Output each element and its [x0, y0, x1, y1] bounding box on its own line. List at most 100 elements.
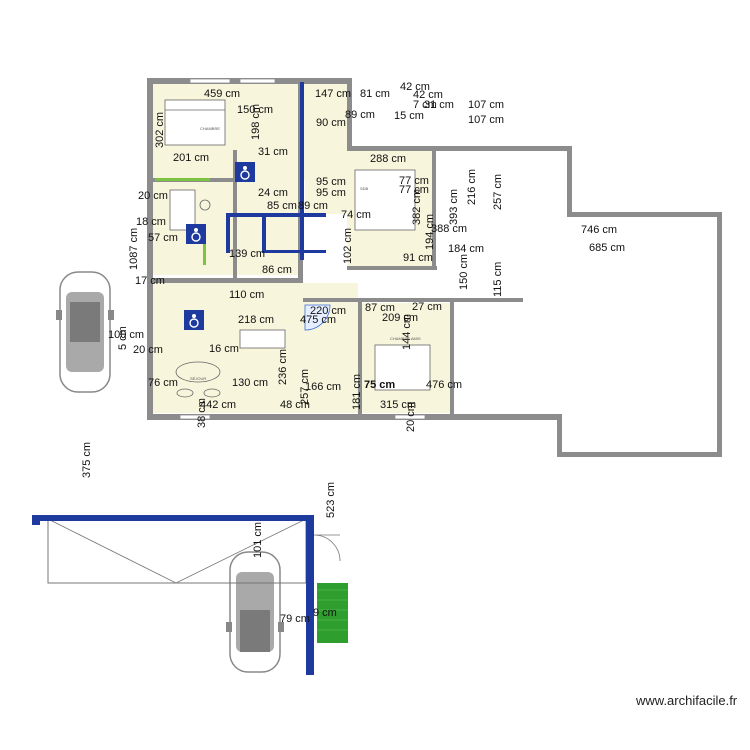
dim-label: 220 cm: [310, 305, 346, 317]
room-label: CHAMBRE: [200, 126, 220, 131]
dim-label: 288 cm: [370, 153, 406, 165]
dim-label: 130 cm: [232, 377, 268, 389]
wheelchair-icon: [184, 310, 204, 330]
carport-post-right: [306, 515, 314, 675]
shower-arc: [304, 304, 331, 331]
dim-label: 302 cm: [154, 112, 166, 148]
green-wall-1: [155, 178, 210, 181]
dim-label: 216 cm: [466, 169, 478, 205]
dim-label: 48 cm: [280, 399, 310, 411]
wall-mid-right: [303, 298, 523, 302]
room-label: SDB: [360, 186, 369, 191]
wall-bottom: [147, 414, 557, 420]
blue-partitions: [226, 82, 326, 260]
gate-door: [313, 534, 341, 562]
dim-label: 42 cm: [400, 81, 430, 93]
dim-label: 150 cm: [237, 104, 273, 116]
dim-label: 76 cm: [148, 377, 178, 389]
archifacile-watermark[interactable]: www.archifacile.fr: [636, 693, 738, 708]
wall-bedroom2-left: [358, 302, 362, 414]
dim-label: 17 cm: [135, 275, 165, 287]
dim-label: 459 cm: [204, 88, 240, 100]
dim-label: 24 cm: [258, 187, 288, 199]
dim-label: 95 cm: [316, 187, 346, 199]
dim-label: 89 cm: [298, 200, 328, 212]
dim-label: 685 cm: [589, 242, 625, 254]
dim-label: 18 cm: [136, 216, 166, 228]
dim-label: 101 cm: [252, 522, 264, 558]
car-icon: [56, 271, 114, 393]
dim-label: 218 cm: [238, 314, 274, 326]
dim-label: 746 cm: [581, 224, 617, 236]
dim-label: 89 cm: [345, 109, 375, 121]
dim-label: 77 cm: [399, 175, 429, 187]
dimension-labels: 459 cm 150 cm 198 cm 147 cm 81 cm 42 cm …: [81, 81, 625, 625]
carport-beam: [32, 515, 314, 521]
dim-label: 5 cm: [117, 326, 129, 350]
dim-label: 382 cm: [411, 189, 423, 225]
dim-label: 75 cm: [364, 379, 395, 391]
dim-label: 91 cm: [403, 252, 433, 264]
dim-label: 81 cm: [360, 88, 390, 100]
room-lower-mid: [303, 283, 358, 413]
dim-label: 87 cm: [365, 302, 395, 314]
dim-label: 107 cm: [468, 114, 504, 126]
dim-label: 115 cm: [492, 262, 504, 297]
dim-label: 523 cm: [325, 482, 337, 518]
room-label: CHAMBRE AMIS: [390, 336, 421, 341]
blue-wall-tall: [300, 82, 304, 260]
wall-living-bottom: [347, 266, 437, 270]
window-top-1: [189, 78, 231, 84]
wall-ext-right-top: [567, 146, 572, 216]
wall-mid-horizontal: [153, 278, 303, 283]
dim-label: 236 cm: [277, 349, 289, 385]
car-icon: [226, 551, 284, 673]
dim-label: 139 cm: [229, 248, 265, 260]
dim-label: 16 cm: [209, 343, 239, 355]
wall-living-top: [347, 146, 572, 151]
table-chair-2: [203, 388, 221, 398]
dim-label: 315 cm: [380, 399, 416, 411]
dim-label: 85 cm: [267, 200, 297, 212]
wheelchair-icon: [235, 162, 255, 182]
sofa: [239, 329, 286, 349]
wall-bedroom2-right: [450, 302, 454, 414]
table-round: [175, 361, 221, 383]
dim-label: 144 cm: [401, 314, 413, 350]
dim-label: 31 cm: [258, 146, 288, 158]
wall-living-right: [432, 150, 436, 270]
dim-label: 198 cm: [250, 104, 262, 140]
dim-label: 375 cm: [81, 442, 93, 478]
dim-label: 476 cm: [426, 379, 462, 391]
windows: [179, 78, 426, 420]
dim-label: 147 cm: [315, 88, 351, 100]
dim-label: 20 cm: [405, 402, 417, 432]
wheelchair-icon: [186, 224, 206, 244]
wall-ext-right: [717, 212, 722, 457]
window-bottom-2: [394, 414, 426, 420]
dim-label: 77 cm: [399, 184, 429, 196]
bed-1: [164, 99, 226, 146]
blue-wall-box-bottom: [262, 250, 326, 253]
furniture: [164, 99, 431, 398]
dim-label: 7 cm: [413, 99, 437, 111]
dim-label: 209 cm: [382, 312, 418, 324]
room-labels: CHAMBRE SÉJOUR CHAMBRE AMIS SDB: [190, 126, 421, 381]
sink-1: [199, 199, 211, 211]
dim-label: 79 cm: [280, 613, 310, 625]
dim-label: 20 cm: [133, 344, 163, 356]
wall-ext-bottom: [557, 452, 722, 457]
dim-label: 38 cm: [196, 398, 208, 428]
bed-3: [374, 344, 431, 391]
dim-label: 442 cm: [200, 399, 236, 411]
dim-label: 388 cm: [431, 223, 467, 235]
dim-label: 9 cm: [313, 607, 337, 619]
green-partitions: [155, 178, 210, 265]
wall-ext-right-step: [567, 212, 722, 217]
dim-label: 257 cm: [299, 369, 311, 405]
dim-label: 100 cm: [108, 329, 144, 341]
dim-label: 57 cm: [148, 232, 178, 244]
dim-label: 107 cm: [468, 99, 504, 111]
wheelchair-icons: [184, 162, 255, 330]
dim-label: 181 cm: [351, 374, 363, 410]
